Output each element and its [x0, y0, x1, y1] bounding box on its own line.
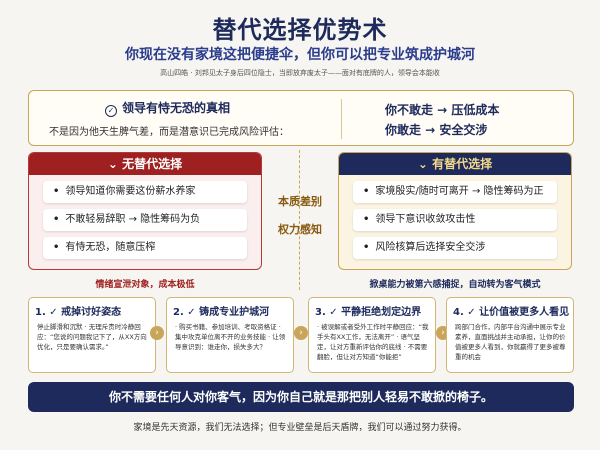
list-item: 领导下意识收敛攻击性: [353, 209, 557, 231]
truth-heading-text: 领导有恃无恐的真相: [122, 101, 231, 115]
list-item: 领导知道你需要这份薪水养家: [43, 181, 247, 203]
step-1-card: 1. ✓ 戒掉讨好姿态 停止脚滑和沉默 · 无理斥责时冷静回应：“您说的问题我记…: [28, 297, 156, 373]
check-circle-icon: ✓: [105, 105, 117, 117]
truth-box: ✓ 领导有恃无恐的真相 不是因为他天生脾气差，而是潜意识已完成风险评估： 你不敢走…: [28, 90, 574, 146]
truth-subtext: 不是因为他天生脾气差，而是潜意识已完成风险评估：: [49, 127, 289, 138]
truth-divider: [341, 99, 342, 139]
page-subtitle: 你现在没有家境这把便捷伞，但你可以把专业筑成护城河: [125, 47, 475, 63]
list-item: 家境殷实/随时可离开 → 隐性筹码为正: [353, 181, 557, 203]
step-body: 跨部门合作，内部平台沟通中展示专业素养，直面挑战并主动承担，让你的价值被更多人看…: [455, 323, 566, 361]
list-item: 风险核算后选择安全交涉: [353, 237, 557, 259]
middle-label-essence: 本质差别: [278, 195, 322, 208]
step-body: 停止脚滑和沉默 · 无理斥责时冷静回应：“您说的问题我记下了，从XX方向优化，只…: [37, 323, 147, 351]
truth-heading: ✓ 领导有恃无恐的真相: [105, 99, 230, 117]
middle-label-power: 权力感知: [278, 223, 322, 236]
arrow-right-icon: ›: [294, 326, 308, 340]
no-alternative-panel: ⌄ 无替代选择 领导知道你需要这份薪水养家 不敢轻易辞职 → 隐性筹码为负 有恃…: [28, 152, 262, 270]
step-heading: 3. ✓ 平静拒绝划定边界: [315, 307, 422, 318]
has-alternative-note: 掀桌能力被第六感捕捉，自动转为客气模式: [369, 280, 541, 290]
step-body: · 被误解或者受外工作时平静回应：“我手头有XX工作，无法离开” · 语气坚定，…: [317, 323, 429, 361]
arrow-right-icon: ›: [150, 326, 164, 340]
conclusion-banner: 你不需要任何人对你客气，因为你自己就是那把别人轻易不敢掀的椅子。: [28, 382, 574, 412]
footer-text: 家境是先天资源，我们无法选择；但专业壁垒是后天盾牌，我们可以通过努力获得。: [133, 423, 467, 433]
list-item: 有恃无恐，随意压榨: [43, 237, 247, 259]
list-item: 不敢轻易辞职 → 隐性筹码为负: [43, 209, 247, 231]
center-divider: [299, 150, 300, 290]
truth-outcome-2: 你敢走 → 安全交涉: [385, 123, 488, 137]
truth-outcome-1: 你不敢走 → 压低成本: [385, 103, 500, 117]
step-heading: 4. ✓ 让价值被更多人看见: [453, 307, 570, 318]
step-body: · 购买书籍、参加培训、考取资格证 · 集中攻克单位离不开的业务技能 · 让领导…: [175, 323, 286, 351]
no-alternative-note: 情绪宣泄对象，成本极低: [95, 280, 195, 290]
no-alternative-header: ⌄ 无替代选择: [29, 153, 261, 175]
step-heading: 2. ✓ 铸成专业护城河: [173, 307, 270, 318]
has-alternative-panel: ⌄ 有替代选择 家境殷实/随时可离开 → 隐性筹码为正 领导下意识收敛攻击性 风…: [338, 152, 572, 270]
step-3-card: 3. ✓ 平静拒绝划定边界 · 被误解或者受外工作时平静回应：“我手头有XX工作…: [308, 297, 436, 373]
tagline: 高山四皓 · 刘邦见太子身后四位隐士，当即放弃废太子——面对有底牌的人，领导会本…: [160, 69, 440, 77]
page-title: 替代选择优势术: [212, 16, 388, 44]
step-4-card: 4. ✓ 让价值被更多人看见 跨部门合作，内部平台沟通中展示专业素养，直面挑战并…: [446, 297, 574, 373]
has-alternative-header: ⌄ 有替代选择: [339, 153, 571, 175]
step-2-card: 2. ✓ 铸成专业护城河 · 购买书籍、参加培训、考取资格证 · 集中攻克单位离…: [166, 297, 294, 373]
step-heading: 1. ✓ 戒掉讨好姿态: [35, 307, 122, 318]
